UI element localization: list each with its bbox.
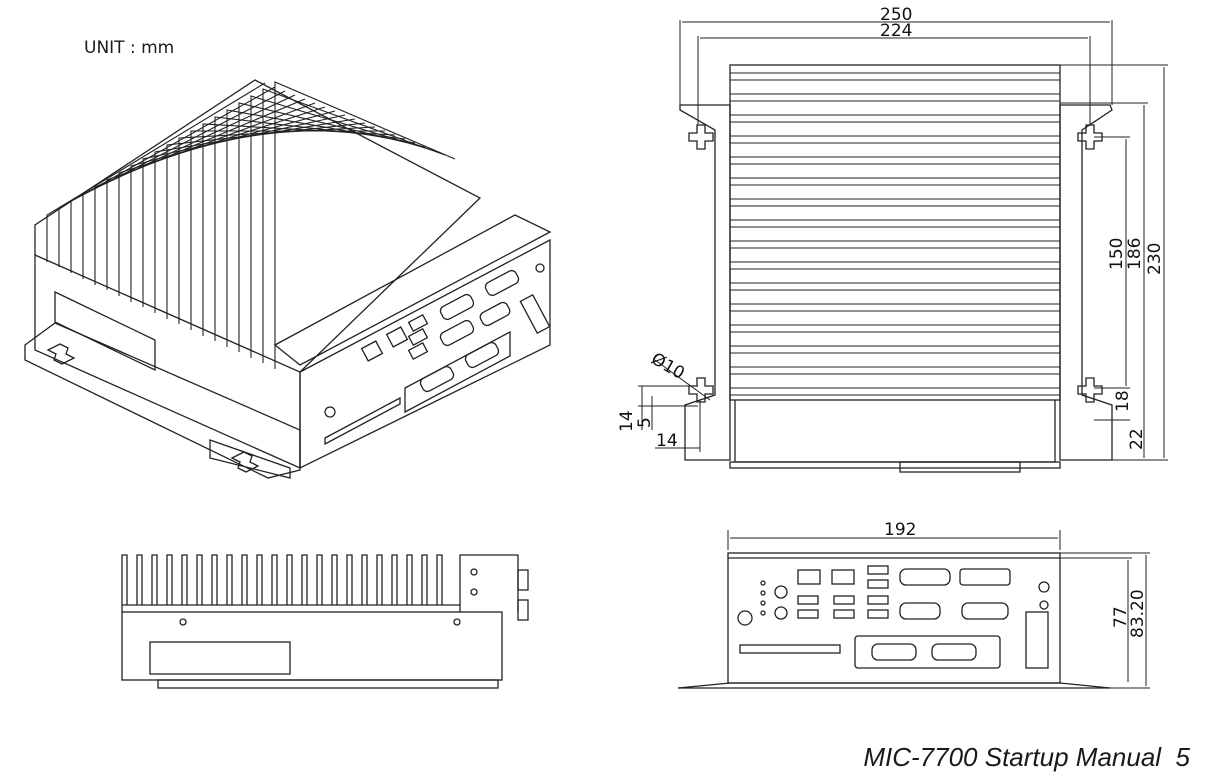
dim-14-horizontal: 14	[656, 431, 678, 451]
page-footer: MIC-7700 Startup Manual 5	[863, 742, 1190, 773]
dim-hole-diameter: Ø10	[648, 349, 688, 384]
dim-5: 5	[635, 417, 655, 428]
dim-224: 224	[880, 21, 912, 41]
dim-22: 22	[1127, 428, 1147, 450]
top-view: 250 224 230 186 150 18 22 14 5 14 Ø10	[617, 5, 1168, 473]
side-view	[121, 554, 529, 689]
dim-150: 150	[1107, 238, 1127, 270]
dim-230: 230	[1145, 243, 1165, 275]
dim-77: 77	[1111, 606, 1131, 628]
dim-250: 250	[880, 5, 912, 25]
dim-192: 192	[884, 520, 916, 540]
unit-label: UNIT : mm	[84, 38, 175, 58]
page-number: 5	[1175, 742, 1190, 772]
front-view: 192 77 83.20	[677, 520, 1150, 689]
dim-186: 186	[1125, 238, 1145, 270]
isometric-view	[24, 79, 552, 479]
dim-14-vertical: 14	[617, 410, 637, 432]
dim-83-20: 83.20	[1128, 589, 1148, 638]
manual-title: MIC-7700 Startup Manual	[863, 742, 1162, 772]
dim-18: 18	[1113, 390, 1133, 412]
